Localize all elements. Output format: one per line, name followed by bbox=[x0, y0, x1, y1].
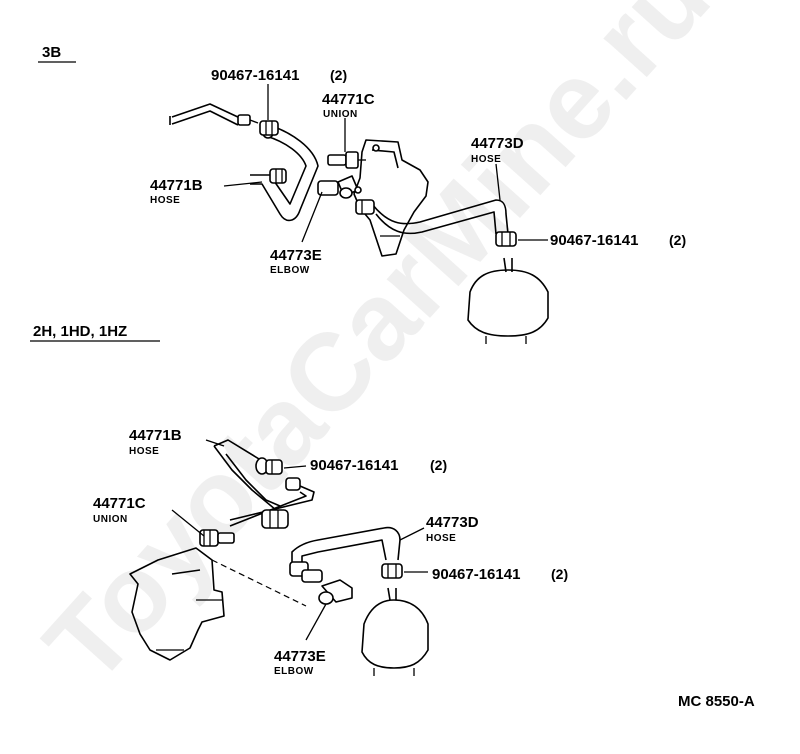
label-2h-clamp-right-qty: (2) bbox=[551, 566, 568, 582]
label-3b-hose-b-name: HOSE bbox=[150, 195, 180, 206]
label-2h-hose-b-number: 44771B bbox=[129, 427, 182, 444]
brake-booster-3b bbox=[467, 257, 549, 344]
section-2h-1hd-1hz: 2H, 1HD, 1HZ bbox=[30, 323, 568, 677]
brake-booster-2h bbox=[361, 587, 429, 676]
clamp-3b-right bbox=[495, 231, 517, 247]
elbow-2h bbox=[318, 579, 353, 605]
diagram-code: MC 8550-A bbox=[678, 693, 755, 710]
label-3b-clamp-right-qty: (2) bbox=[669, 232, 686, 248]
union-2h bbox=[199, 529, 235, 547]
hose-44773d-3b bbox=[355, 199, 509, 235]
label-2h-hose-b-name: HOSE bbox=[129, 446, 159, 457]
label-2h-elbow-number: 44773E bbox=[274, 648, 326, 665]
label-3b-clamp-upper-number: 90467-16141 bbox=[211, 67, 299, 84]
label-3b-hose-d-name: HOSE bbox=[471, 154, 501, 165]
label-3b-elbow-number: 44773E bbox=[270, 247, 322, 264]
pump-housing-2h bbox=[129, 547, 225, 661]
label-2h-clamp-upper-number: 90467-16141 bbox=[310, 457, 398, 474]
label-2h-clamp-upper-qty: (2) bbox=[430, 457, 447, 473]
hose-44773d-2h bbox=[289, 526, 401, 583]
label-2h-union-number: 44771C bbox=[93, 495, 146, 512]
label-3b-union-name: UNION bbox=[323, 109, 358, 120]
label-2h-hose-d-number: 44773D bbox=[426, 514, 479, 531]
clamp-2h-mid bbox=[285, 477, 301, 491]
label-3b-hose-d-number: 44773D bbox=[471, 135, 524, 152]
label-3b-clamp-upper-qty: (2) bbox=[330, 67, 347, 83]
clamp-2h-upper bbox=[265, 459, 283, 475]
section-3b: 3B bbox=[38, 44, 686, 344]
section-title-3b: 3B bbox=[42, 44, 61, 61]
label-2h-union-name: UNION bbox=[93, 514, 128, 525]
union-3b bbox=[327, 151, 366, 169]
watermark: ToyotaCarMine.ru bbox=[21, 0, 733, 706]
label-3b-clamp-right-number: 90467-16141 bbox=[550, 232, 638, 249]
clamp-2h-right bbox=[381, 563, 403, 579]
vacuum-pipe-2h bbox=[229, 485, 315, 529]
label-3b-hose-b-number: 44771B bbox=[150, 177, 203, 194]
clamp-3b-lower bbox=[269, 168, 287, 184]
elbow-3b bbox=[317, 175, 359, 199]
label-3b-elbow-name: ELBOW bbox=[270, 265, 310, 276]
label-2h-hose-d-name: HOSE bbox=[426, 533, 456, 544]
label-2h-elbow-name: ELBOW bbox=[274, 666, 314, 677]
vacuum-pipe bbox=[169, 103, 259, 126]
label-2h-clamp-right-number: 90467-16141 bbox=[432, 566, 520, 583]
section-title-2h: 2H, 1HD, 1HZ bbox=[33, 323, 127, 340]
clamp-3b-upper bbox=[259, 120, 279, 136]
label-3b-union-number: 44771C bbox=[322, 91, 375, 108]
